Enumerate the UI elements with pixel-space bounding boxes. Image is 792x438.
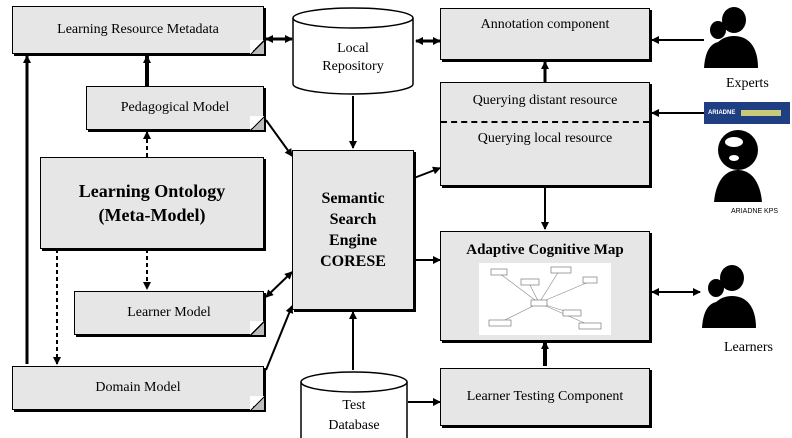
test-database-line1: Test bbox=[342, 398, 366, 413]
engine-line4: CORESE bbox=[320, 253, 386, 270]
engine-line2: Search bbox=[329, 211, 377, 228]
learning-resource-metadata-box: Learning Resource Metadata bbox=[12, 6, 264, 54]
adaptive-cognitive-map-box: Adaptive Cognitive Map bbox=[440, 231, 650, 341]
learner-model-box: Learner Model bbox=[74, 291, 264, 335]
querying-local-label: Querying local resource bbox=[477, 131, 613, 146]
learner-model-label: Learner Model bbox=[127, 305, 211, 320]
local-repository-line1: Local bbox=[337, 41, 369, 56]
querying-divider bbox=[441, 121, 649, 123]
ariadne-logo: ARIADNE bbox=[704, 102, 790, 124]
ariadne-kps-icon bbox=[714, 130, 762, 202]
domain-model-box: Domain Model bbox=[12, 366, 264, 410]
learner-testing-component-box: Learner Testing Component bbox=[440, 368, 650, 426]
ariadne-logo-text: ARIADNE bbox=[708, 110, 736, 116]
annotation-component-box: Annotation component bbox=[440, 8, 650, 60]
experts-icon bbox=[704, 7, 758, 68]
cognitive-map-thumbnail bbox=[479, 263, 611, 335]
querying-distant-label: Querying distant resource bbox=[472, 93, 618, 108]
ariadne-kps-label: ARIADNE KPS bbox=[731, 208, 779, 215]
test-database-line2: Database bbox=[328, 418, 380, 433]
local-repository-line2: Repository bbox=[322, 59, 384, 74]
experts-label: Experts bbox=[726, 76, 769, 91]
learning-ontology-box: Learning Ontology (Meta-Model) bbox=[40, 157, 264, 249]
domain-model-label: Domain Model bbox=[95, 380, 181, 395]
arrow-pedagogical-engine bbox=[265, 119, 293, 157]
pedagogical-model-box: Pedagogical Model bbox=[86, 86, 264, 130]
local-repository-label: Local Repository bbox=[290, 40, 416, 76]
querying-box: Querying distant resource Querying local… bbox=[440, 82, 650, 186]
arrow-engine-querying bbox=[413, 166, 441, 179]
arrow-domain-engine bbox=[265, 305, 294, 371]
pedagogical-model-label: Pedagogical Model bbox=[120, 100, 230, 115]
engine-line3: Engine bbox=[328, 232, 377, 249]
ariadne-logo-stripe bbox=[741, 110, 782, 116]
test-database-cylinder bbox=[300, 371, 408, 438]
learning-ontology-title: Learning Ontology bbox=[78, 181, 226, 201]
learning-ontology-subtitle: (Meta-Model) bbox=[98, 205, 206, 225]
learners-label: Learners bbox=[724, 340, 773, 355]
learner-testing-component-label: Learner Testing Component bbox=[466, 389, 624, 404]
semantic-search-engine-box: Semantic Search Engine CORESE bbox=[292, 150, 414, 310]
local-repository-cylinder bbox=[292, 7, 414, 95]
engine-line1: Semantic bbox=[321, 190, 385, 207]
learning-resource-metadata-label: Learning Resource Metadata bbox=[57, 22, 219, 37]
adaptive-cognitive-map-title: Adaptive Cognitive Map bbox=[466, 242, 624, 258]
arrow-learner-engine bbox=[265, 271, 293, 298]
annotation-component-label: Annotation component bbox=[480, 17, 610, 32]
learners-icon bbox=[702, 265, 756, 328]
test-database-label: Test Database bbox=[298, 396, 410, 436]
